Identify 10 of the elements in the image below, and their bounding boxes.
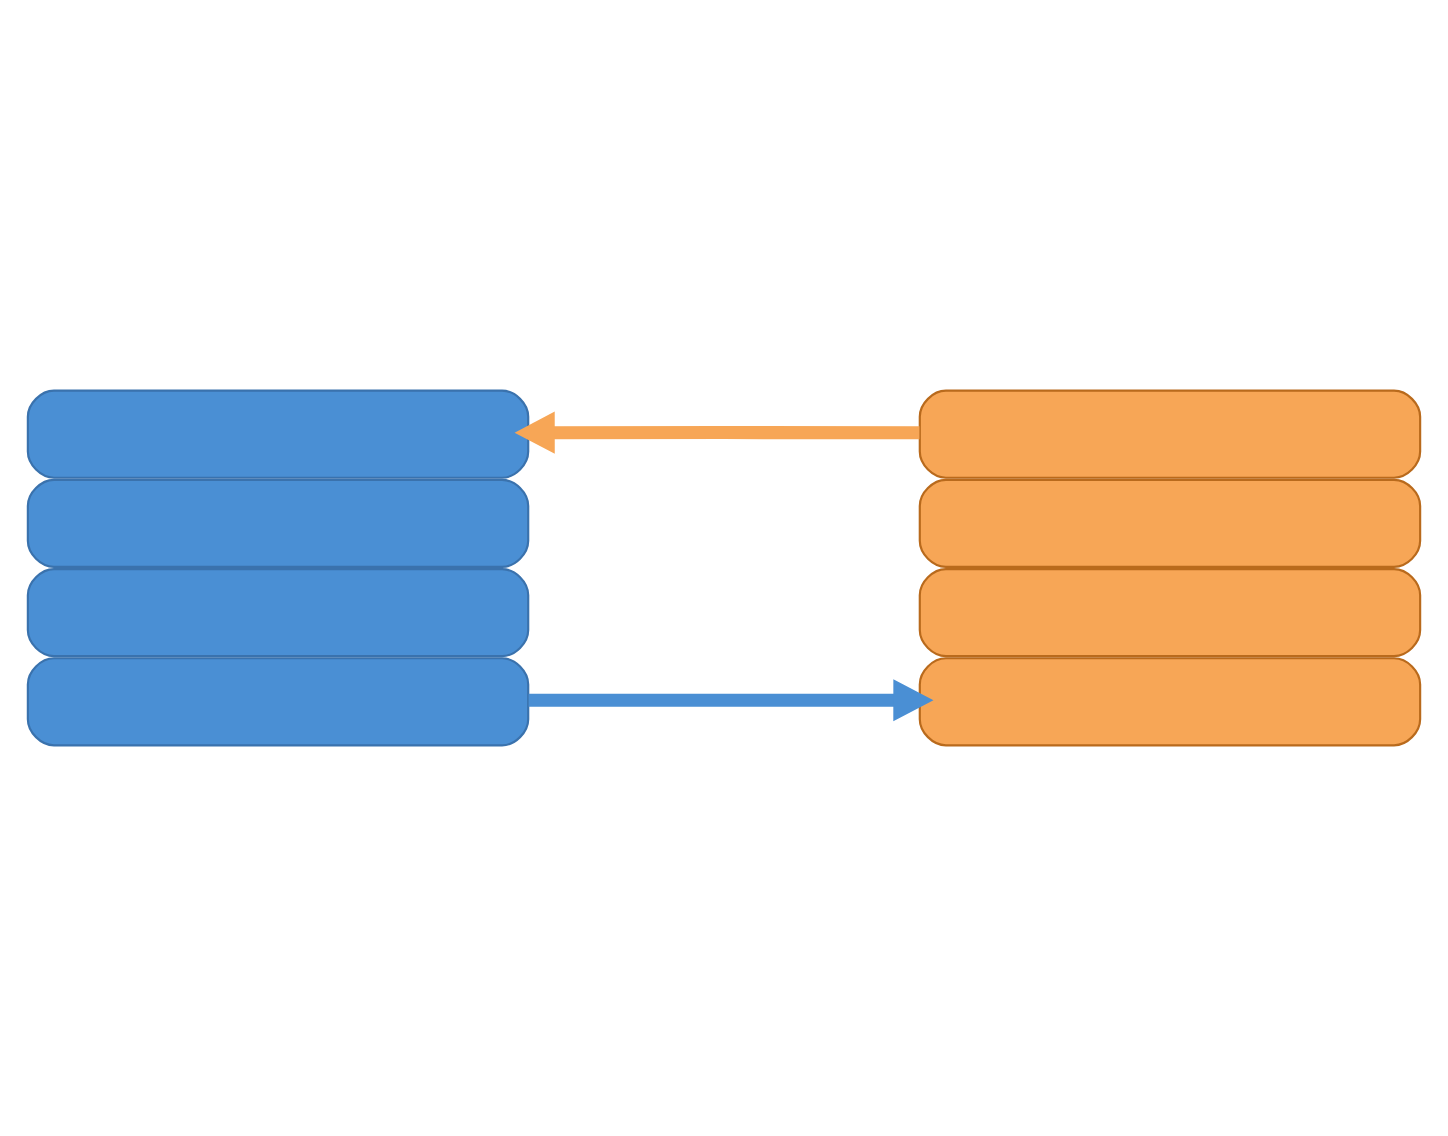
node-bar [918,389,1422,479]
node-bar [918,568,1422,658]
node-bar [26,389,530,479]
node-bar [918,657,1422,747]
node-bar [26,568,530,658]
node-bar [918,478,1422,568]
arrow [528,679,934,722]
arrow [514,411,920,454]
node-bar [26,657,530,747]
node-bar [26,478,530,568]
